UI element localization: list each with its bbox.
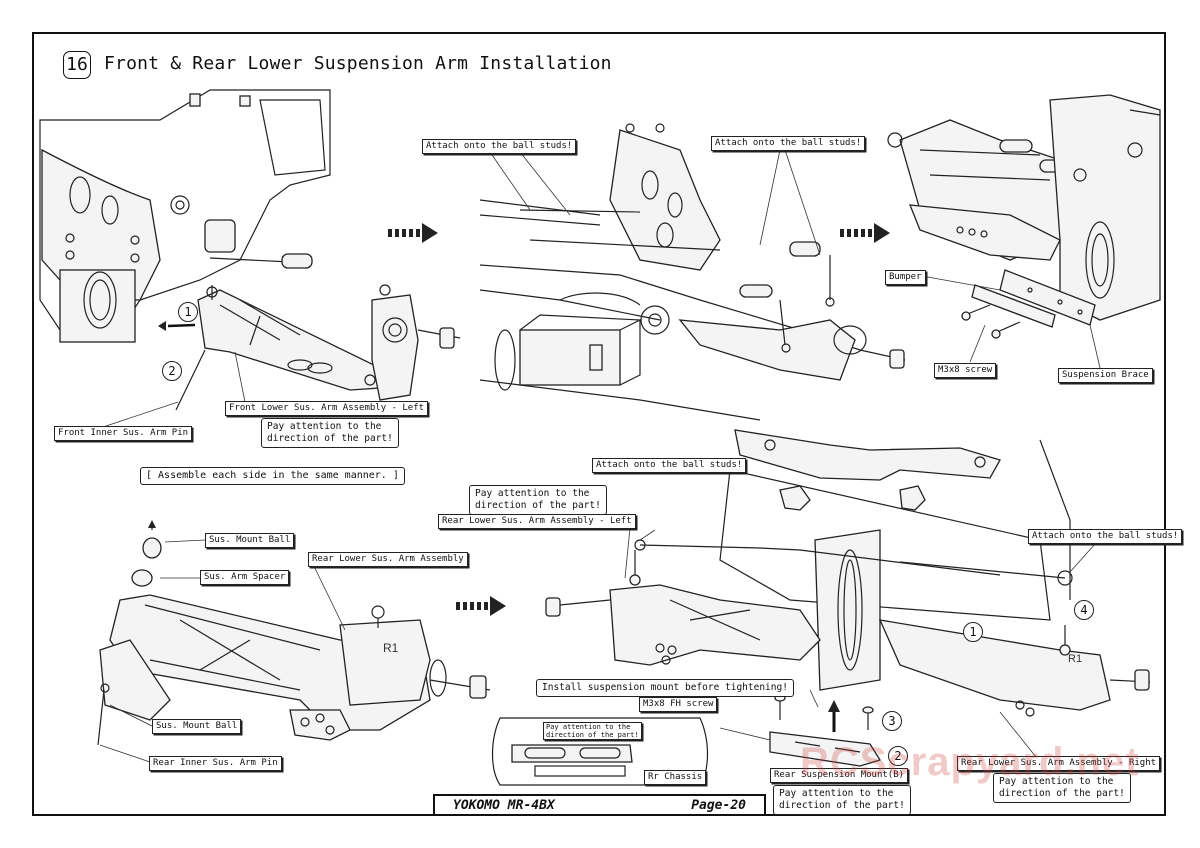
- rear-lower-arm-left-label: Rear Lower Sus. Arm Assembly - Left: [438, 514, 636, 529]
- attention-note-mount: Pay attention to the direction of the pa…: [773, 785, 911, 815]
- callout-rear-3: 3: [882, 711, 902, 731]
- front-chassis-drawing: [39, 89, 461, 411]
- attach-ball-studs-label-3: Attach onto the ball studs!: [592, 458, 747, 473]
- front-inner-pin-label: Front Inner Sus. Arm Pin: [54, 426, 193, 441]
- rear-lower-arm-right-label: Rear Lower Sus. Arm Assembly - Right: [957, 756, 1161, 771]
- attention-note-rear-right: Pay attention to the direction of the pa…: [993, 773, 1131, 803]
- rear-sus-mount-b-label: Rear Suspension Mount(B): [770, 768, 909, 783]
- callout-rear-2: 2: [888, 746, 908, 766]
- attach-ball-studs-label-2: Attach onto the ball studs!: [711, 136, 866, 151]
- callout-rear-4: 4: [1074, 600, 1094, 620]
- attention-note-front: Pay attention to the direction of the pa…: [261, 418, 399, 448]
- callout-front-1: 1: [178, 302, 198, 322]
- r1-mark-right: R1: [1068, 653, 1082, 665]
- watermark: RCScrapyard.net: [800, 740, 1140, 784]
- rr-chassis-label: Rr Chassis: [644, 770, 707, 785]
- suspension-brace-label: Suspension Brace: [1058, 368, 1153, 383]
- assemble-each-side-note: [ Assemble each side in the same manner.…: [140, 467, 405, 485]
- install-mount-note: Install suspension mount before tighteni…: [536, 679, 794, 697]
- rear-lower-arm-assembly-label: Rear Lower Sus. Arm Assembly: [308, 552, 468, 567]
- attach-ball-studs-label-4: Attach onto the ball studs!: [1028, 529, 1183, 544]
- callout-rear-1: 1: [963, 622, 983, 642]
- step-arrow-1: [388, 223, 438, 243]
- step-title: Front & Rear Lower Suspension Arm Instal…: [104, 53, 612, 74]
- step-arrow-3: [456, 596, 506, 616]
- footer-model: YOKOMO MR-4BX: [453, 798, 555, 813]
- attention-note-rear-left: Pay attention to the direction of the pa…: [469, 485, 607, 515]
- rear-inner-pin-label: Rear Inner Sus. Arm Pin: [149, 756, 282, 771]
- step-arrow-2: [840, 223, 890, 243]
- inset-attention-label: Pay attention to the direction of the pa…: [543, 722, 642, 740]
- step-number: 16: [63, 51, 91, 79]
- m3x8-screw-label: M3x8 screw: [934, 363, 997, 378]
- front-top-view-drawing: [479, 123, 906, 421]
- attach-ball-studs-label-1: Attach onto the ball studs!: [422, 139, 577, 154]
- bumper-label: Bumper: [885, 270, 926, 285]
- footer-page-number: Page-20: [691, 798, 746, 813]
- rear-assembly-drawing: R1: [491, 429, 1151, 786]
- callout-front-2: 2: [162, 361, 182, 381]
- page-footer: YOKOMO MR-4BX Page-20: [433, 794, 766, 816]
- sus-mount-ball-bottom-label: Sus. Mount Ball: [152, 719, 242, 734]
- sus-arm-spacer-label: Sus. Arm Spacer: [200, 570, 290, 585]
- m3x8-fh-screw-label: M3x8 FH screw: [639, 697, 718, 712]
- r1-mark-left: R1: [383, 641, 399, 655]
- sus-mount-ball-top-label: Sus. Mount Ball: [205, 533, 295, 548]
- rear-arm-exploded-drawing: R1: [97, 520, 491, 746]
- front-lower-arm-left-label: Front Lower Sus. Arm Assembly - Left: [225, 401, 429, 416]
- bumper-brace-drawing: [887, 94, 1161, 339]
